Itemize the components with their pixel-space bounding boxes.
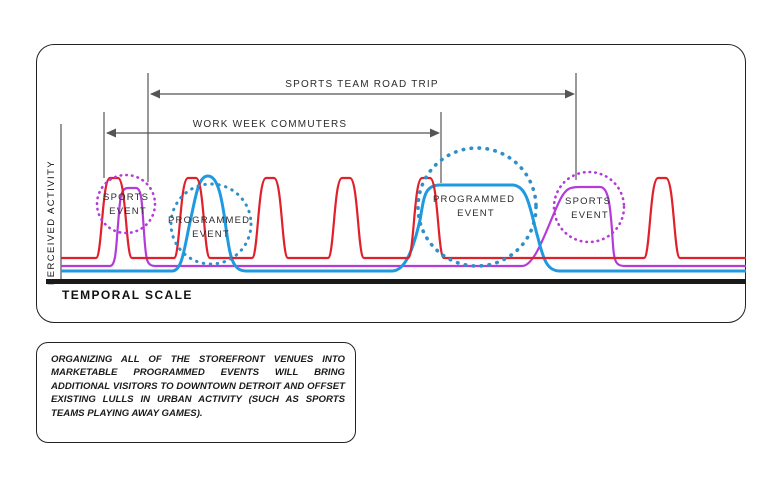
sports-event-label: SPORTS EVENT [565, 196, 615, 221]
x-axis-label: TEMPORAL SCALE [62, 288, 193, 302]
y-axis-label: PERCEIVED ACTIVITY [46, 160, 57, 285]
road-trip-arrow [150, 89, 575, 99]
commuters-line [61, 176, 746, 260]
commuters-label: WORK WEEK COMMUTERS [193, 119, 347, 130]
programmed-event-label: PROGRAMMED EVENT [168, 215, 254, 240]
programmed-event-label: PROGRAMMED EVENT [433, 194, 519, 219]
programmed-event-line [61, 174, 746, 273]
caption-box: ORGANIZING ALL OF THE STOREFRONT VENUES … [36, 342, 356, 443]
sports-event-line [61, 185, 746, 268]
x-axis-bar [46, 279, 746, 284]
programmed-event-circle [169, 182, 253, 266]
commuters-arrow [106, 128, 440, 138]
diagram-frame [36, 44, 746, 323]
road-trip-label: SPORTS TEAM ROAD TRIP [285, 79, 439, 90]
activity-diagram: SPORTS TEAM ROAD TRIP WORK WEEK COMMUTER… [46, 73, 746, 302]
programmed-event-circle [416, 146, 538, 268]
sports-event-circle [95, 173, 157, 235]
caption-text: ORGANIZING ALL OF THE STOREFRONT VENUES … [51, 354, 345, 419]
sports-event-circle [552, 170, 626, 244]
sports-event-label: SPORTS EVENT [103, 192, 153, 217]
